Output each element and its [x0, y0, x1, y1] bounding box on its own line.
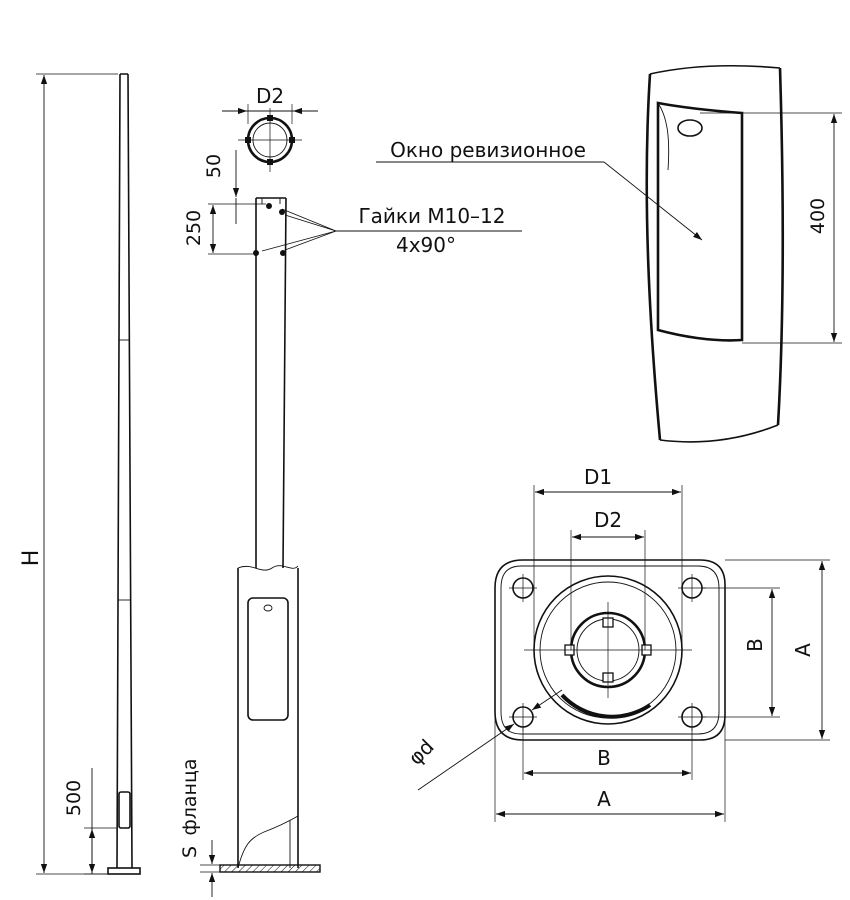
plate-size-a-vertical-label: A — [791, 643, 815, 657]
plate-size-a-vertical-dimension: A — [725, 559, 830, 741]
base-plate-plan — [494, 559, 726, 741]
pole-flange — [107, 867, 141, 875]
top-gap-label: 50 — [203, 154, 225, 178]
window-detail-view: 400 — [645, 64, 842, 443]
inspection-window-label: Окно ревизионное — [390, 138, 586, 162]
nut-bottom-right — [280, 250, 286, 256]
top-d2-label: D2 — [256, 84, 284, 108]
nuts-callout: Гайки М10–12 4х90° — [261, 204, 522, 257]
window-offset-label: 500 — [63, 780, 85, 816]
base-flange — [219, 864, 321, 873]
hole-diameter-label: φd — [403, 734, 438, 769]
height-label: H — [19, 550, 44, 567]
flange-word-label: фланца — [179, 758, 201, 835]
top-d2-dimension: D2 — [222, 84, 318, 124]
nut-top-right — [279, 209, 285, 215]
base-d2-label: D2 — [594, 508, 622, 532]
base-d1-dimension: D1 — [533, 465, 683, 650]
bolt-spacing-b-dimension: B — [522, 727, 693, 780]
base-d2-dimension: D2 — [570, 508, 646, 650]
top-tube-cross-section — [238, 108, 302, 172]
bolt-spacing-b-vertical-label: B — [743, 638, 767, 652]
bolt-spacing-b-label: B — [597, 746, 611, 770]
nut-spacing-label: 250 — [183, 210, 205, 246]
nut-spacing-dimension: 250 — [183, 198, 266, 255]
plate-size-a-dimension: A — [494, 715, 726, 822]
inspection-door — [247, 597, 289, 721]
height-dimension: H — [19, 73, 118, 875]
nuts-pattern: 4х90° — [396, 233, 456, 257]
window-height-label: 400 — [807, 198, 829, 234]
pole-top-section — [253, 197, 287, 569]
nut-bottom-left — [253, 250, 259, 256]
inspection-window-callout: Окно ревизионное — [376, 138, 703, 241]
flange-thickness-dimension: S фланца — [179, 758, 220, 897]
pole-base-section — [219, 565, 321, 873]
bolt-spacing-b-vertical-dimension: B — [702, 587, 780, 718]
plate-size-a-label: A — [597, 787, 611, 811]
nut-top-left — [266, 203, 272, 209]
window-offset-dimension: 500 — [63, 768, 117, 875]
top-gap-dimension: 50 — [203, 150, 240, 197]
nuts-title: Гайки М10–12 — [358, 204, 505, 228]
base-d1-label: D1 — [584, 465, 612, 489]
flange-thickness-label: S — [179, 846, 201, 858]
pole-side-view — [107, 73, 141, 875]
